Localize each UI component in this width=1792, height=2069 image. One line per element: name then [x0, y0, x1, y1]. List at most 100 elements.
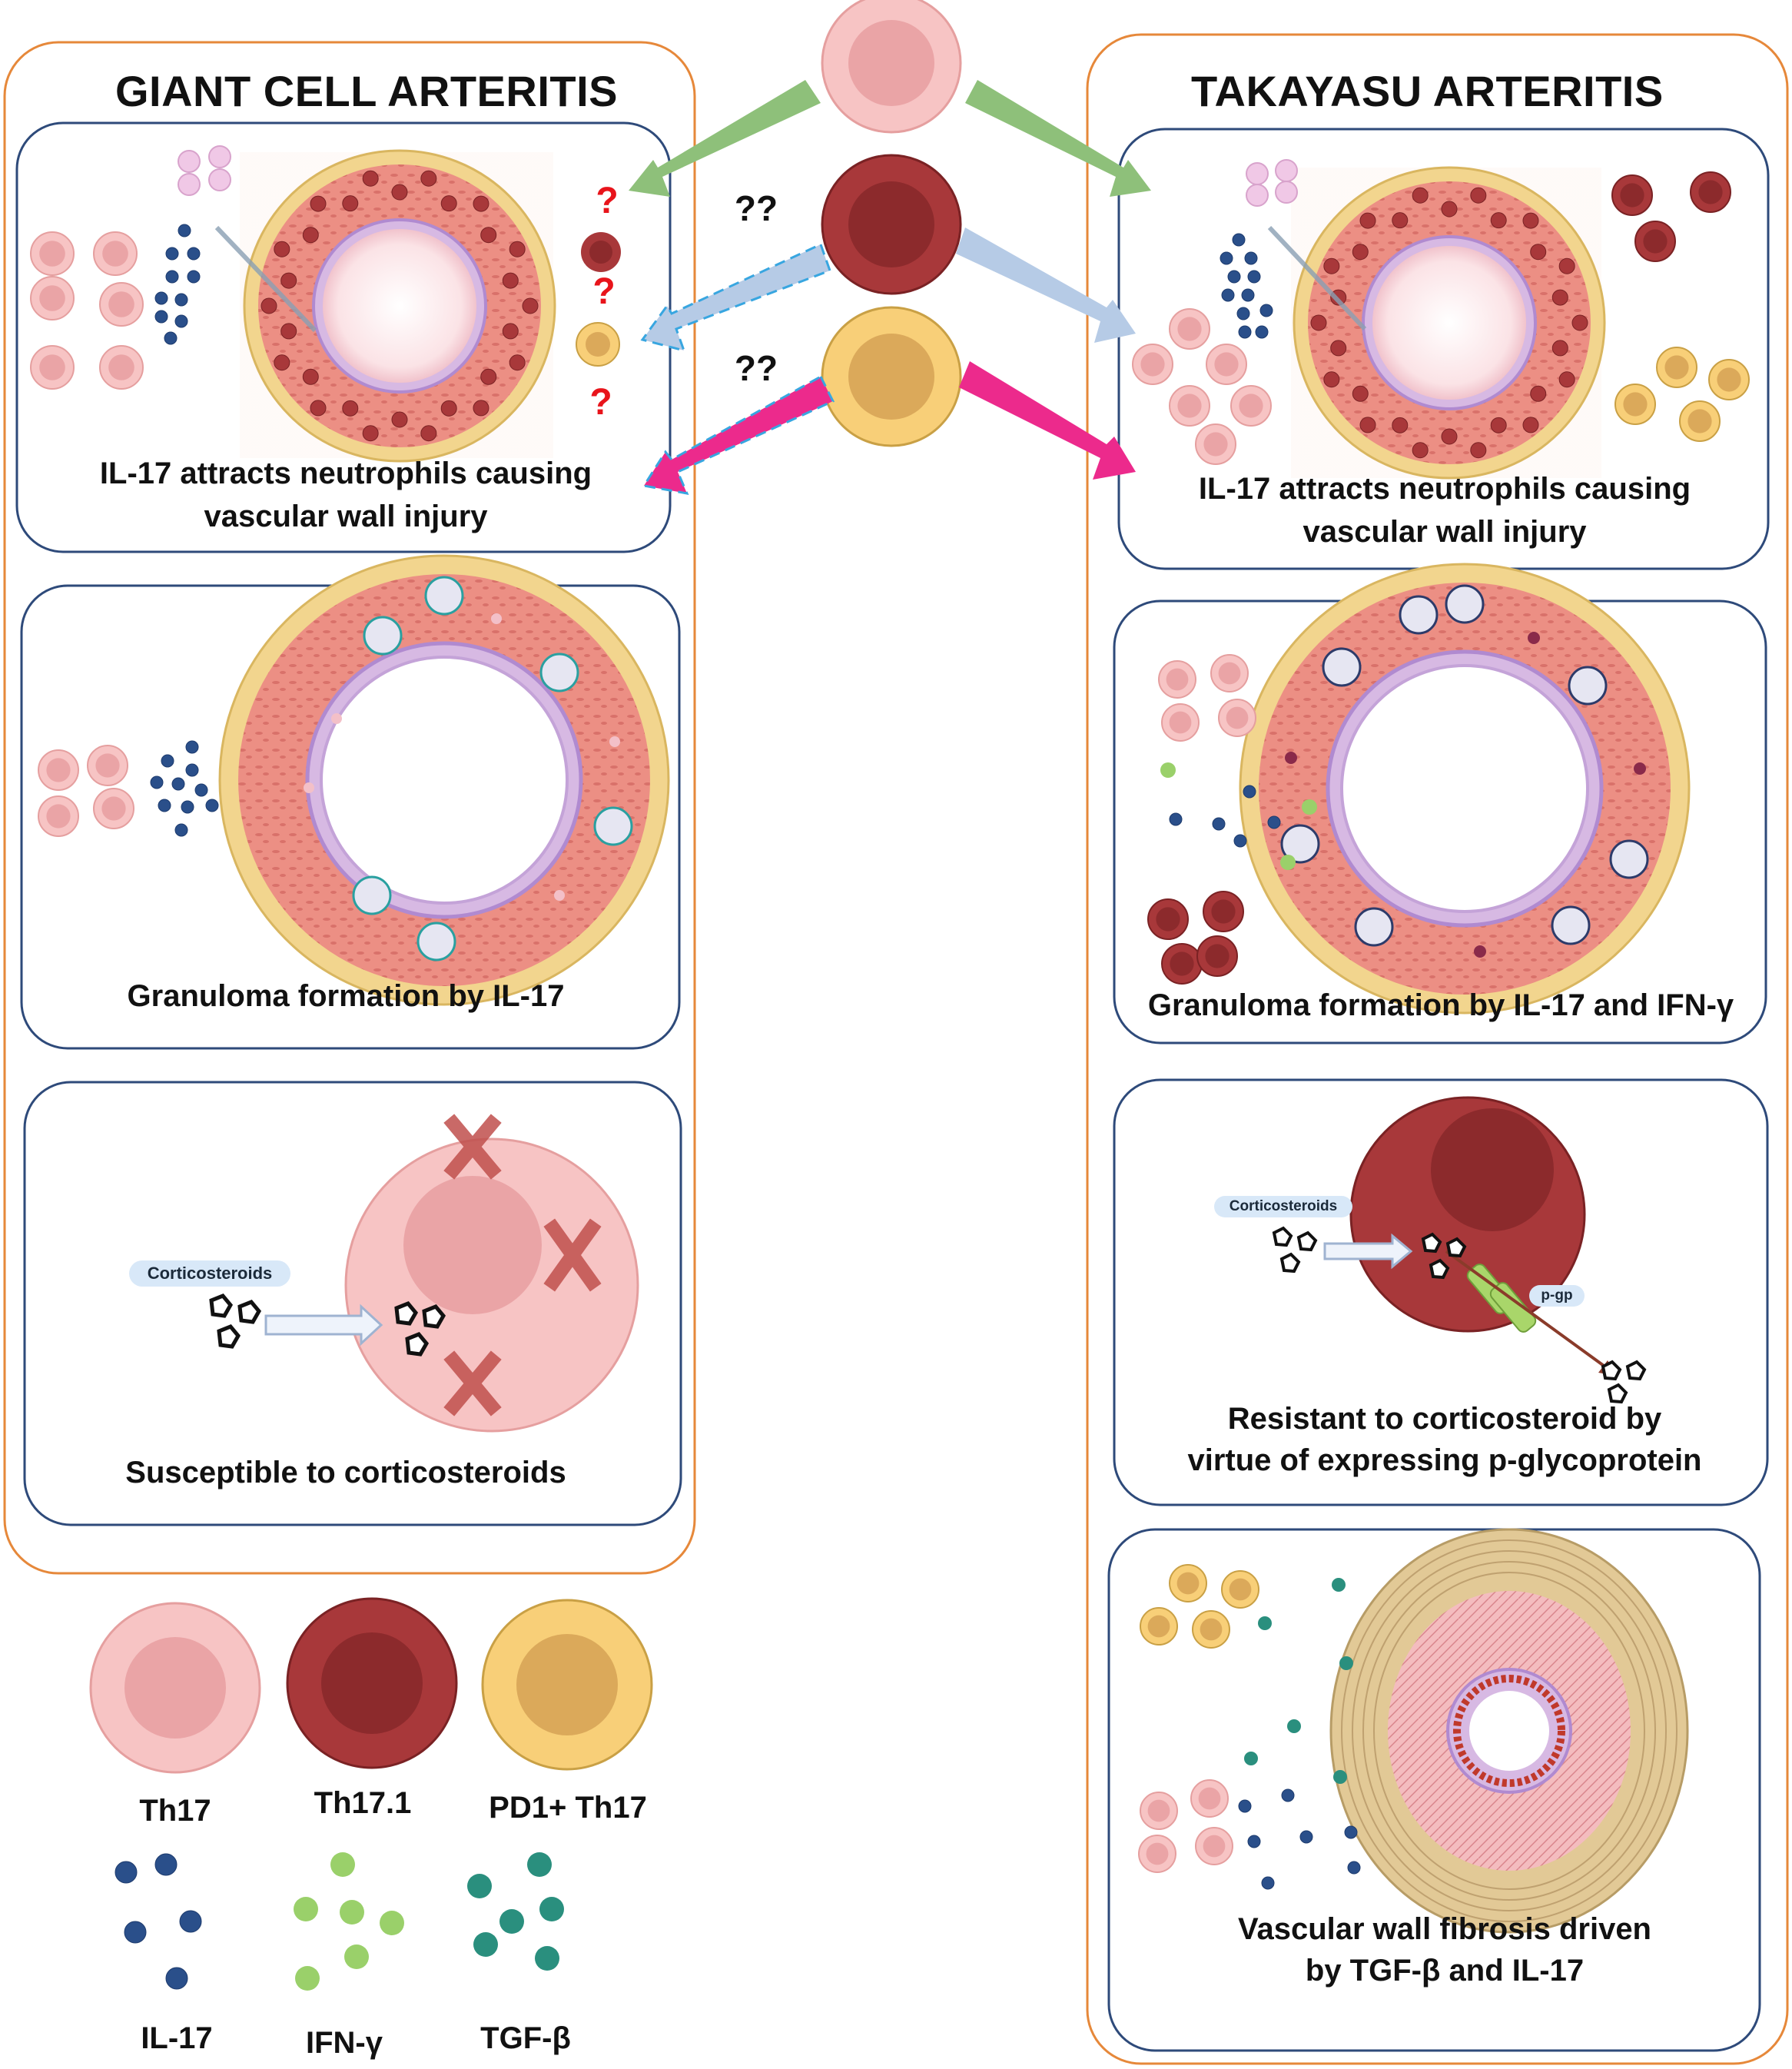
ta-neutrophil-path	[1267, 225, 1367, 331]
giant-cell	[331, 713, 342, 724]
th17-cell-nucleus	[46, 758, 71, 782]
infiltrating-cell	[1359, 212, 1376, 229]
pd1-cell-nucleus	[1176, 1572, 1200, 1595]
legend-th171-cell	[286, 1597, 458, 1769]
il17-dot	[1221, 288, 1235, 302]
pd1-cell-nucleus	[1200, 1618, 1223, 1641]
gca-outer-frame	[3, 41, 696, 1575]
il17-dot	[150, 775, 164, 789]
legend-pd1-cell	[481, 1599, 653, 1771]
infiltrating-cell	[1352, 244, 1369, 261]
pd1-cell-nucleus	[1717, 367, 1741, 392]
gca-pd1-uncertain	[576, 322, 620, 367]
ta-outer-frame	[1086, 33, 1789, 2065]
infiltrating-cell	[280, 323, 297, 340]
legend-il17-dot	[124, 1921, 147, 1944]
granuloma	[1609, 839, 1649, 879]
legend-tgfb-dot	[539, 1897, 564, 1921]
ta-title: TAKAYASU ARTERITIS	[1191, 67, 1664, 115]
il17-dot	[194, 783, 208, 797]
legend-label-tgfb: TGF-β	[480, 2021, 571, 2055]
il17-dot	[1212, 817, 1226, 831]
il17-dot	[1233, 834, 1247, 848]
pd1-cell-nucleus	[1687, 409, 1712, 433]
legend-ifng-dot	[294, 1897, 318, 1921]
infiltrating-cell	[440, 195, 457, 212]
gca-question-mark-2: ?	[592, 271, 616, 312]
infiltrating-cell	[1441, 428, 1458, 445]
legend-ifng-dot	[330, 1852, 355, 1877]
giant-cell	[491, 613, 502, 624]
infiltrating-cell	[1530, 244, 1547, 261]
infiltrating-cell	[302, 227, 319, 244]
neutrophil	[208, 168, 231, 191]
gca-artery-1	[240, 149, 556, 463]
infiltrating-cell	[1310, 314, 1327, 331]
arrow-th171-to-gca-dashed	[640, 242, 831, 353]
tgfb-dot	[1258, 1616, 1272, 1630]
infiltrating-cell	[1323, 257, 1340, 274]
infiltrating-cell	[480, 368, 497, 385]
il17-dot	[1281, 1788, 1295, 1802]
th17-cell-nucleus	[39, 241, 65, 267]
legend-ifng-dot	[344, 1944, 369, 1969]
center-th171-cell	[821, 154, 962, 295]
th17-cell-nucleus	[1203, 1835, 1226, 1858]
th171-infiltrate	[1285, 752, 1297, 764]
arrow-th17-to-ta	[965, 80, 1151, 197]
granuloma	[593, 806, 633, 846]
th17-cell-nucleus	[1218, 662, 1241, 685]
infiltrating-cell	[274, 241, 290, 257]
il17-dot	[1261, 1876, 1275, 1890]
ta-artery-1-infiltrating-cells	[1310, 187, 1588, 459]
th171-cell-nucleus	[1211, 899, 1236, 924]
th171-cell-nucleus	[1170, 951, 1194, 976]
infiltrating-cell	[1490, 212, 1507, 229]
gca-panel-1-caption-line-2: vascular wall injury	[204, 500, 488, 533]
il17-dot	[1227, 270, 1241, 284]
center-uncertain-pd1: ??	[734, 348, 778, 388]
gca-corticosteroid-molecules	[209, 1294, 446, 1357]
infiltrating-cell	[1522, 417, 1539, 433]
infiltrating-cell	[302, 368, 319, 385]
legend-label-th171: Th17.1	[314, 1786, 412, 1820]
il17-dot	[205, 799, 219, 812]
il17-dot	[154, 310, 168, 324]
il17-dot	[1259, 304, 1273, 317]
il17-dot	[1236, 307, 1250, 320]
infiltrating-cell	[420, 170, 437, 187]
infiltrating-cell	[1412, 187, 1429, 204]
th17-cell-nucleus	[1203, 432, 1228, 457]
legend-label-ifng: IFN-γ	[306, 2026, 383, 2060]
gca-cross-marks	[443, 1114, 602, 1416]
il17-dot	[181, 800, 194, 814]
il17-dot	[1220, 251, 1233, 265]
legend-label-th17: Th17	[139, 1794, 211, 1828]
infiltrating-cell	[310, 400, 327, 417]
il17-dot	[1347, 1861, 1361, 1875]
legend-il17-dot	[179, 1910, 202, 1933]
neutrophil	[1275, 159, 1298, 182]
infiltrating-cell	[420, 425, 437, 442]
neutrophil	[178, 150, 201, 173]
tgfb-dot	[1339, 1656, 1353, 1670]
infiltrating-cell	[261, 297, 277, 314]
infiltrating-cell	[1392, 417, 1409, 433]
legend-tgfb-dot	[499, 1909, 524, 1934]
gca-question-mark-3: ?	[589, 382, 612, 423]
legend-th17-cell	[89, 1602, 261, 1774]
legend-il17-dot	[154, 1853, 178, 1876]
ta-resistant-cell	[1349, 1096, 1586, 1333]
gca-panel-2-caption: Granuloma formation by IL-17	[127, 979, 565, 1013]
arrow-th17-to-gca	[629, 80, 821, 197]
ta-panel-4-caption-line-2: by TGF-β and IL-17	[1305, 1954, 1585, 1988]
granuloma	[1354, 907, 1394, 947]
tgfb-dot	[1333, 1770, 1347, 1784]
center-pd1-cell	[821, 306, 962, 447]
legend-tgfb-dot	[527, 1852, 552, 1877]
il17-dot	[185, 740, 199, 754]
granuloma	[352, 875, 392, 915]
infiltrating-cell	[1470, 442, 1487, 459]
infiltrating-cell	[1412, 442, 1429, 459]
pd1-cell-nucleus	[1229, 1578, 1252, 1601]
